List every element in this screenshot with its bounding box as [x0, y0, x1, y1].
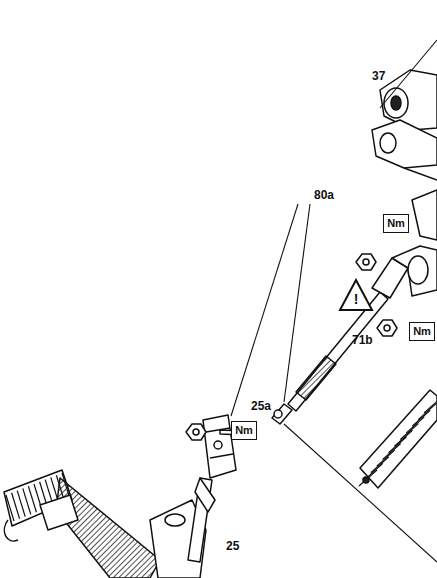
torque-box: Nm	[409, 322, 435, 341]
bellows-rib	[371, 457, 389, 473]
bellows-rib	[383, 443, 401, 459]
bellows-rib	[359, 470, 377, 486]
bellows-rib	[424, 397, 437, 413]
callout-number: 25a	[251, 400, 271, 412]
bellows-rib	[412, 410, 430, 426]
triangle-shape	[340, 280, 372, 310]
callout-number: 37	[372, 70, 385, 82]
callout-number: 25	[226, 540, 239, 552]
bellows-rib	[6, 495, 14, 521]
torque-box: Nm	[231, 421, 257, 440]
torque-box: Nm	[383, 214, 409, 233]
bellows-rib	[406, 417, 424, 433]
bellows-rib	[23, 488, 31, 514]
bellows-rib	[12, 493, 20, 519]
bellows-rib	[400, 424, 418, 440]
warning-triangle: !	[338, 278, 374, 312]
bellows-rib	[28, 486, 36, 512]
torque-label: Nm	[387, 218, 405, 229]
torque-label: Nm	[235, 425, 253, 436]
callout-number: 71b	[352, 334, 373, 346]
bellows-rib	[394, 430, 412, 446]
bellows-rib	[389, 437, 407, 453]
bellows-rib	[377, 450, 395, 466]
torque-label: Nm	[413, 326, 431, 337]
bellows-rib	[418, 404, 436, 420]
bellows-rib	[17, 491, 25, 517]
warning-mark: !	[354, 292, 359, 306]
callout-number: 80a	[314, 189, 334, 201]
